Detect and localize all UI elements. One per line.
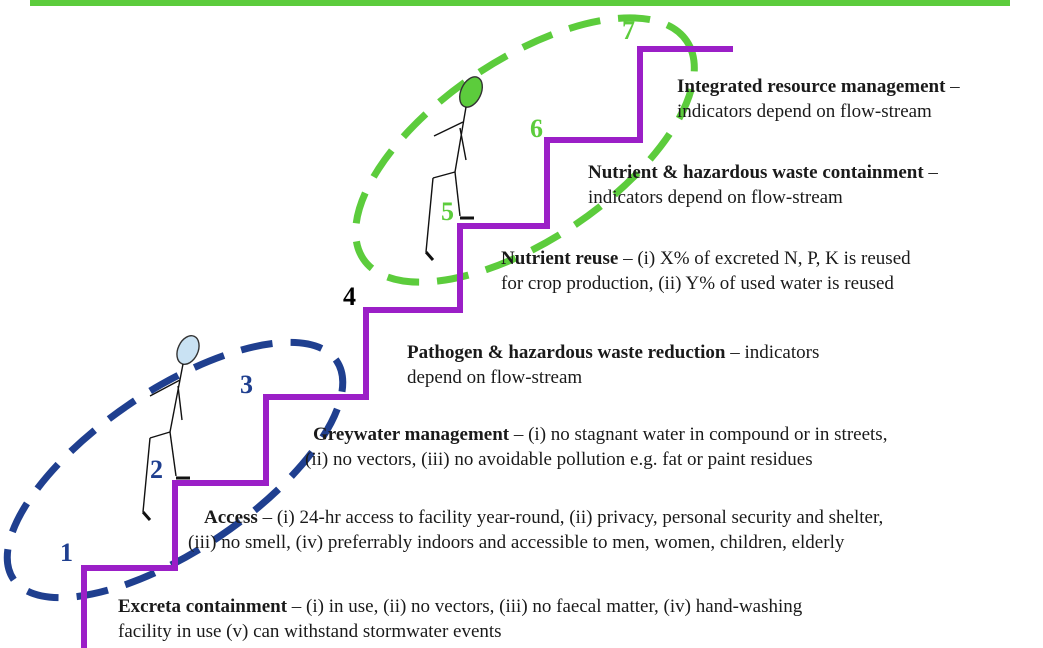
step-number-2: 2 xyxy=(150,455,163,484)
lower-figure-head xyxy=(176,335,200,365)
step-label-excreta-containment: Excreta containment – (i) in use, (ii) n… xyxy=(118,596,803,642)
step-label-access: Access – (i) 24-hr access to facility ye… xyxy=(188,507,884,553)
step-number-6: 6 xyxy=(530,114,543,143)
step-number-1: 1 xyxy=(60,538,73,567)
lower-steps-dashed-ellipse xyxy=(3,338,347,602)
top-green-bar xyxy=(30,0,1010,6)
step-label-integrated-resource-management: Integrated resource management – indicat… xyxy=(677,76,960,122)
step-label-nutrient-hazardous-containment: Nutrient & hazardous waste containment –… xyxy=(588,162,938,208)
step-label-greywater-management: Greywater management – (i) no stagnant w… xyxy=(305,424,888,470)
lower-stick-figure xyxy=(141,335,200,521)
staircase-line xyxy=(81,46,733,648)
step-label-pathogen-reduction: Pathogen & hazardous waste reduction – i… xyxy=(407,342,820,388)
step-number-4: 4 xyxy=(343,282,356,311)
upper-stick-figure xyxy=(424,76,484,261)
upper-figure-head xyxy=(458,76,484,108)
step-number-3: 3 xyxy=(240,370,253,399)
upper-steps-dashed-ellipse xyxy=(352,14,698,286)
step-number-5: 5 xyxy=(441,197,454,226)
step-label-nutrient-reuse: Nutrient reuse – (i) X% of excreted N, P… xyxy=(501,248,911,294)
step-number-7: 7 xyxy=(622,16,635,45)
